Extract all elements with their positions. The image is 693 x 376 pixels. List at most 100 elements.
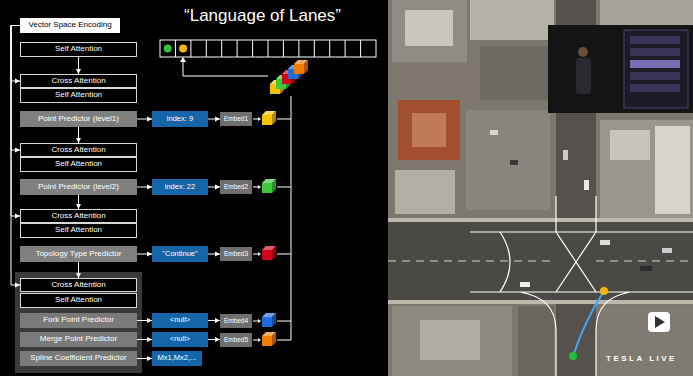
- play-triangle: [655, 316, 665, 328]
- attention-box: Cross Attention: [20, 278, 137, 292]
- connector: [76, 195, 81, 209]
- parking-lot: [466, 110, 550, 210]
- output-cube: [262, 179, 276, 193]
- predictor-box: Spline Coefficient Predictor: [20, 351, 137, 366]
- predictor-box: Fork Point Predictor: [20, 313, 137, 328]
- car: [584, 180, 589, 190]
- output-cube: [262, 313, 276, 327]
- attention-box: Cross Attention: [20, 143, 137, 157]
- predictor-box: Topology Type Predictor: [20, 246, 137, 262]
- node-text: Embed4: [224, 317, 248, 324]
- car: [490, 130, 498, 135]
- roof-court: [412, 113, 446, 147]
- building: [655, 126, 690, 214]
- satellite-image: [388, 0, 693, 376]
- stack-cube: [294, 60, 308, 74]
- output-cube: [262, 246, 276, 260]
- collector-line: [277, 96, 291, 340]
- parking-lot: [480, 46, 550, 100]
- building: [610, 130, 650, 160]
- connector-line: [11, 26, 20, 286]
- connector: [76, 127, 81, 143]
- node-text: index: 22: [165, 183, 195, 191]
- yellow-token: [179, 45, 187, 53]
- car: [600, 240, 610, 245]
- token-box: <null>: [152, 313, 208, 328]
- speaker-body: [576, 58, 591, 94]
- connector: [208, 185, 220, 190]
- output-cube: [262, 111, 276, 125]
- next-point: [600, 287, 608, 295]
- node-text: Self Attention: [55, 226, 102, 235]
- inset-screen: [624, 30, 688, 108]
- token-box: index: 22: [152, 179, 208, 195]
- connector: [11, 26, 20, 219]
- sidewalk: [388, 300, 693, 304]
- connector: [11, 26, 20, 153]
- predictor-box: Point Predictor (level1): [20, 111, 137, 127]
- node-text: Self Attention: [55, 91, 102, 100]
- attention-box: Cross Attention: [20, 74, 137, 88]
- ego-path: [573, 291, 604, 356]
- building: [420, 320, 480, 360]
- sidewalk: [388, 218, 693, 222]
- speaker-head: [578, 47, 588, 57]
- node-text: index: 9: [167, 115, 193, 123]
- node-text: Cross Attention: [51, 281, 105, 290]
- node-text: <null>: [170, 316, 190, 324]
- attention-box: Self Attention: [20, 223, 137, 238]
- inset-bar: [630, 60, 680, 68]
- building: [600, 120, 693, 218]
- node-text: Cross Attention: [51, 77, 105, 86]
- predictor-box: Point Predictor (level2): [20, 179, 137, 195]
- encoder-box: Vector Space Encoding: [20, 18, 120, 33]
- connector: [76, 262, 81, 278]
- slide-title: “Language of Lanes”: [165, 6, 360, 26]
- inset-bar: [630, 48, 680, 56]
- node-text: "Continue": [162, 250, 197, 258]
- attention-box: Self Attention: [20, 88, 137, 103]
- node-text: Embed2: [224, 183, 248, 190]
- embed-box: Embed2: [220, 180, 252, 194]
- connector: [208, 337, 220, 342]
- embed-box: Embed4: [220, 314, 252, 328]
- car: [520, 282, 530, 287]
- predictor-box: Merge Point Predictor: [20, 332, 137, 347]
- attention-box: Self Attention: [20, 157, 137, 172]
- connector: [208, 252, 220, 257]
- feedback-head: [180, 57, 186, 62]
- embed-arrow: [253, 119, 258, 340]
- node-text: Point Predictor (level2): [38, 183, 119, 192]
- attention-box: Cross Attention: [20, 209, 137, 223]
- lane-graph: [470, 196, 693, 376]
- building: [600, 306, 693, 376]
- group-panel: [15, 272, 142, 373]
- horizontal-road: [388, 222, 693, 300]
- node-text: Vector Space Encoding: [28, 21, 111, 30]
- sequence-bar: [160, 40, 376, 57]
- building: [395, 170, 455, 214]
- parking-lot: [392, 0, 467, 62]
- play-icon: [648, 312, 670, 332]
- inset-bar: [630, 84, 680, 92]
- inset-bar: [630, 72, 680, 80]
- connector: [137, 337, 152, 342]
- node-text: Embed5: [224, 336, 248, 343]
- node-text: <null>: [170, 335, 190, 343]
- building: [600, 0, 693, 25]
- connector: [208, 117, 220, 122]
- node-text: Self Attention: [55, 160, 102, 169]
- node-text: Mx1,Mx2,...: [158, 354, 197, 362]
- parking-lot: [518, 306, 554, 376]
- embed-box: Embed3: [220, 247, 252, 261]
- inset-bar: [630, 36, 680, 44]
- node-text: Self Attention: [55, 296, 102, 305]
- watermark: TESLA LIVE: [606, 354, 677, 363]
- building: [470, 0, 554, 40]
- connector: [137, 117, 152, 122]
- node-text: Fork Point Predictor: [43, 316, 114, 325]
- node-text: Spline Coefficient Predictor: [30, 354, 126, 363]
- connector: [137, 318, 152, 323]
- node-text: Merge Point Predictor: [40, 335, 117, 344]
